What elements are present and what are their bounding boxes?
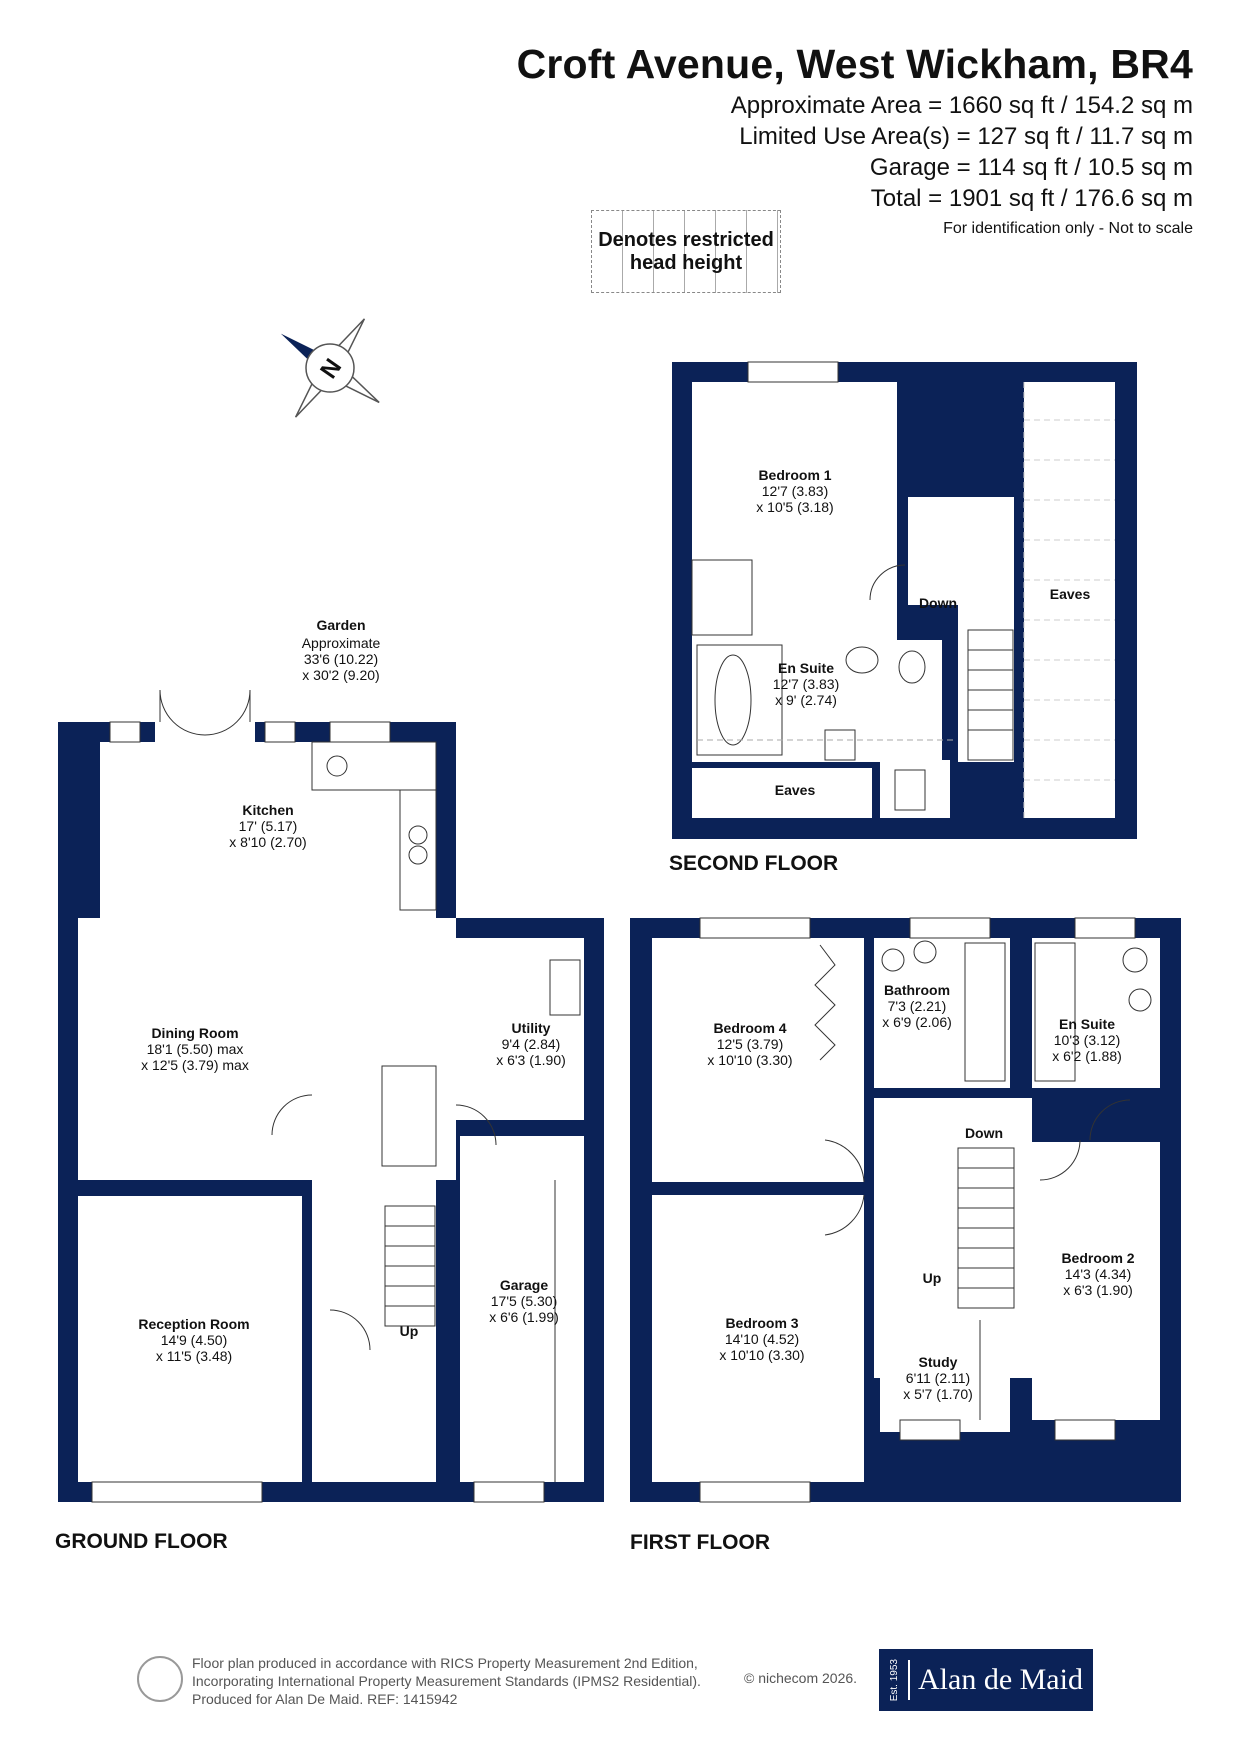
garage-dim-1: 17'5 (5.30) bbox=[491, 1293, 558, 1309]
bedroom4-label: Bedroom 4 bbox=[713, 1020, 786, 1036]
person-icon bbox=[137, 1656, 183, 1702]
stairs-down-first: Down bbox=[965, 1125, 1003, 1141]
ensuite1-label: En Suite bbox=[1059, 1016, 1115, 1032]
restricted-height-legend: Denotes restricted head height bbox=[591, 210, 781, 293]
area-total: Total = 1901 sq ft / 176.6 sq m bbox=[870, 185, 1193, 212]
study-dim-2: x 5'7 (1.70) bbox=[903, 1386, 973, 1402]
garden-dim-1: 33'6 (10.22) bbox=[304, 651, 378, 667]
bedroom2-dim-1: 14'3 (4.34) bbox=[1065, 1266, 1132, 1282]
scale-note: For identification only - Not to scale bbox=[943, 220, 1193, 237]
dining-dim-1: 18'1 (5.50) max bbox=[147, 1041, 244, 1057]
bedroom1-dim-2: x 10'5 (3.18) bbox=[756, 499, 833, 515]
utility-dim-2: x 6'3 (1.90) bbox=[496, 1052, 566, 1068]
ensuite2-dim-1: 12'7 (3.83) bbox=[773, 676, 840, 692]
reception-dim-2: x 11'5 (3.48) bbox=[156, 1348, 232, 1364]
bedroom1-dim-1: 12'7 (3.83) bbox=[762, 483, 829, 499]
ground-floor-plan bbox=[58, 689, 604, 1503]
ensuite1-dim-2: x 6'2 (1.88) bbox=[1052, 1048, 1122, 1064]
reception-dim-1: 14'9 (4.50) bbox=[161, 1332, 228, 1348]
footer-text: Floor plan produced in accordance with R… bbox=[192, 1654, 701, 1708]
first-floor-label: FIRST FLOOR bbox=[630, 1531, 770, 1554]
area-approximate: Approximate Area = 1660 sq ft / 154.2 sq… bbox=[730, 92, 1193, 119]
bedroom4-dim-2: x 10'10 (3.30) bbox=[707, 1052, 792, 1068]
garden-dim-2: x 30'2 (9.20) bbox=[302, 667, 379, 683]
second-floor-plan bbox=[672, 361, 1137, 839]
eaves-label-2: Eaves bbox=[1050, 586, 1091, 602]
header: Croft Avenue, West Wickham, BR4 Approxim… bbox=[393, 38, 1193, 238]
bathroom-dim-2: x 6'9 (2.06) bbox=[882, 1014, 952, 1030]
compass-icon: N bbox=[280, 318, 380, 418]
copyright: © nichecom 2026. bbox=[744, 1670, 858, 1686]
property-title: Croft Avenue, West Wickham, BR4 bbox=[516, 41, 1193, 87]
footer-line-1: Floor plan produced in accordance with R… bbox=[192, 1655, 698, 1671]
brand-logo: Est. 1953 Alan de Maid bbox=[879, 1649, 1093, 1711]
eaves-label-1: Eaves bbox=[775, 782, 816, 798]
kitchen-label: Kitchen bbox=[242, 802, 293, 818]
footer-line-3: Produced for Alan De Maid. REF: 1415942 bbox=[192, 1691, 458, 1707]
logo-divider bbox=[908, 1660, 910, 1700]
bedroom2-dim-2: x 6'3 (1.90) bbox=[1063, 1282, 1133, 1298]
stairs-down-second: Down bbox=[919, 595, 957, 611]
dining-label: Dining Room bbox=[151, 1025, 238, 1041]
kitchen-dim-1: 17' (5.17) bbox=[239, 818, 298, 834]
first-floor-plan bbox=[630, 917, 1181, 1503]
utility-dim-1: 9'4 (2.84) bbox=[502, 1036, 561, 1052]
ground-floor-label: GROUND FLOOR bbox=[55, 1530, 228, 1553]
garage-dim-2: x 6'6 (1.99) bbox=[489, 1309, 559, 1325]
logo-name: Alan de Maid bbox=[918, 1663, 1083, 1696]
logo-est: Est. 1953 bbox=[889, 1658, 900, 1702]
bedroom2-label: Bedroom 2 bbox=[1061, 1250, 1134, 1266]
garden-approx: Approximate bbox=[302, 635, 381, 651]
bedroom3-dim-1: 14'10 (4.52) bbox=[725, 1331, 799, 1347]
bedroom3-label: Bedroom 3 bbox=[725, 1315, 798, 1331]
room-labels: Garden Approximate 33'6 (10.22) x 30'2 (… bbox=[138, 467, 1134, 1402]
area-garage: Garage = 114 sq ft / 10.5 sq m bbox=[869, 154, 1193, 181]
stairs-up-ground: Up bbox=[400, 1323, 419, 1339]
bathroom-dim-1: 7'3 (2.21) bbox=[888, 998, 947, 1014]
stairs-up-first: Up bbox=[923, 1270, 942, 1286]
ensuite2-label: En Suite bbox=[778, 660, 834, 676]
bedroom4-dim-1: 12'5 (3.79) bbox=[717, 1036, 784, 1052]
ensuite1-dim-1: 10'3 (3.12) bbox=[1054, 1032, 1121, 1048]
utility-label: Utility bbox=[512, 1020, 551, 1036]
garden-label: Garden bbox=[316, 617, 365, 633]
bedroom3-dim-2: x 10'10 (3.30) bbox=[719, 1347, 804, 1363]
ensuite2-dim-2: x 9' (2.74) bbox=[775, 692, 837, 708]
study-dim-1: 6'11 (2.11) bbox=[906, 1370, 970, 1386]
study-label: Study bbox=[919, 1354, 958, 1370]
area-limited-use: Limited Use Area(s) = 127 sq ft / 11.7 s… bbox=[739, 123, 1193, 150]
kitchen-dim-2: x 8'10 (2.70) bbox=[229, 834, 306, 850]
bedroom1-label: Bedroom 1 bbox=[758, 467, 831, 483]
footer-line-2: Incorporating International Property Mea… bbox=[192, 1673, 701, 1689]
dining-dim-2: x 12'5 (3.79) max bbox=[141, 1057, 249, 1073]
reception-label: Reception Room bbox=[138, 1316, 249, 1332]
garage-label: Garage bbox=[500, 1277, 548, 1293]
bathroom-label: Bathroom bbox=[884, 982, 950, 998]
second-floor-label: SECOND FLOOR bbox=[669, 852, 839, 875]
